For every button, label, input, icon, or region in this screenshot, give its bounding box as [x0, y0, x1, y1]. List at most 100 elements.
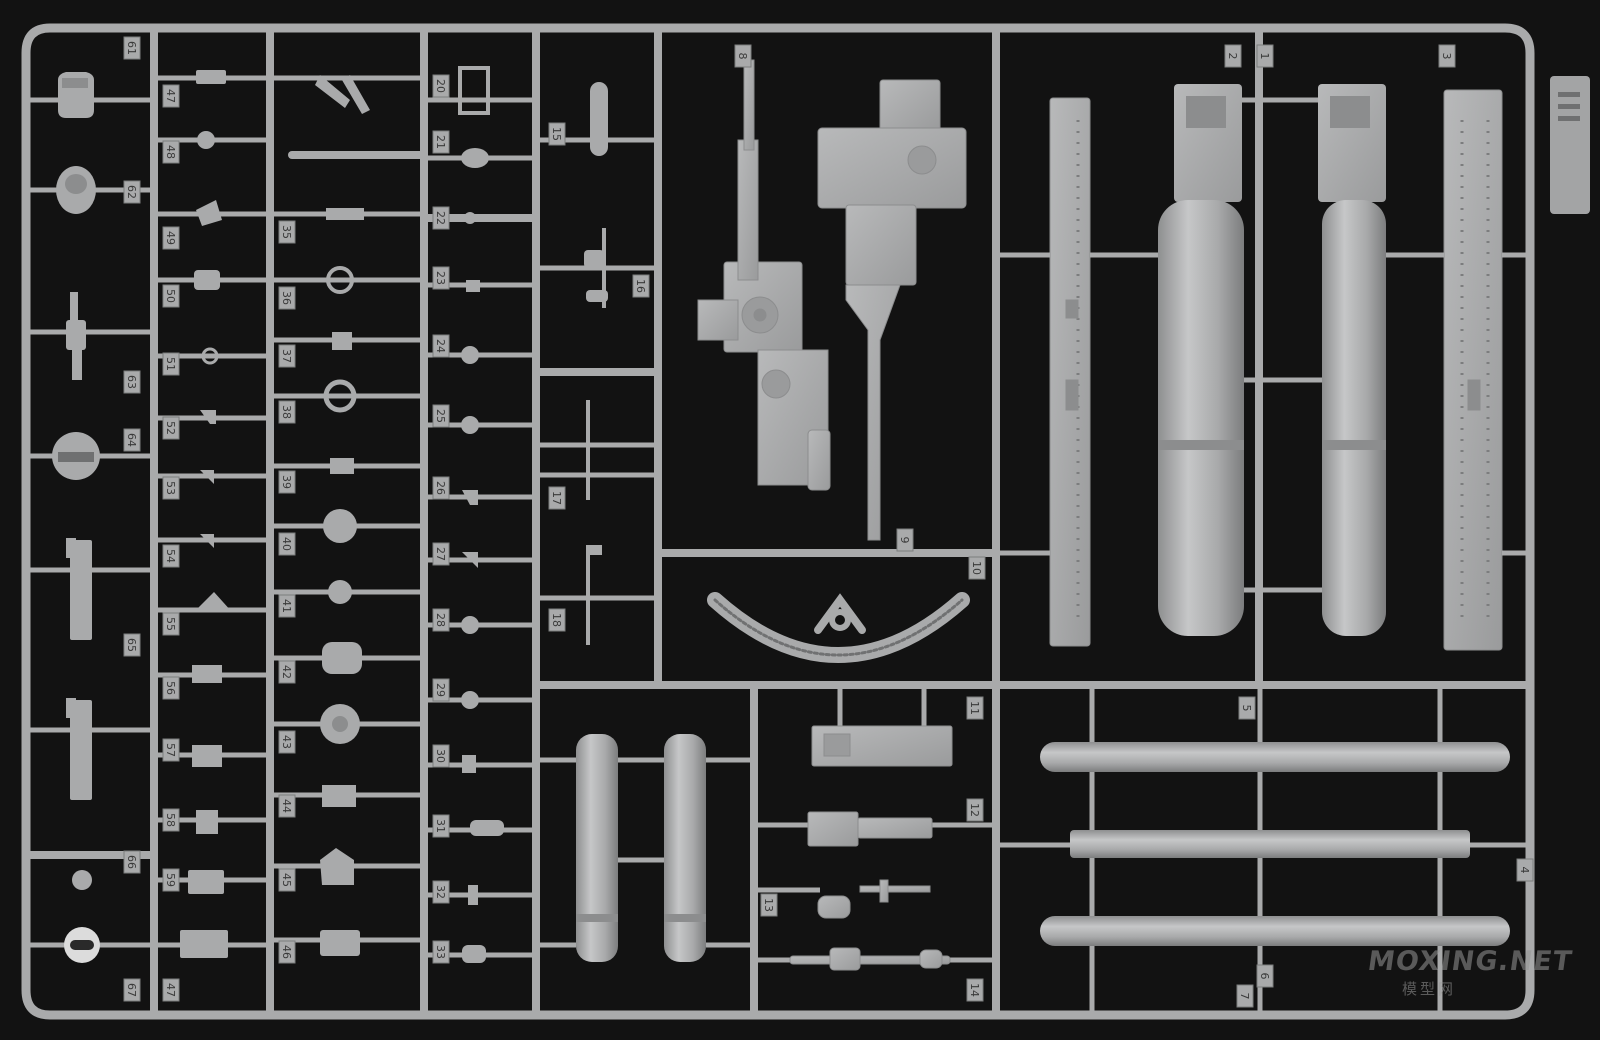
part-tag-15: 15 — [548, 122, 566, 146]
part-tag-plate — [162, 978, 180, 1002]
cradle-rail-left — [1049, 97, 1091, 647]
part-tag-2: 2 — [1224, 44, 1242, 68]
part-tag-31: 31 — [432, 814, 450, 838]
part-tag-plate — [278, 794, 296, 818]
recoil-cylinder-right — [1318, 84, 1386, 636]
part-tag-41: 41 — [278, 594, 296, 618]
part-tag-number: 41 — [280, 599, 293, 613]
part-tag-number: 23 — [434, 271, 447, 285]
part-tag-plate — [760, 893, 778, 917]
part-tag-59: 59 — [162, 868, 180, 892]
part-tag-plate — [162, 868, 180, 892]
part-tag-20: 20 — [432, 74, 450, 98]
cradle-rail-right — [1443, 89, 1503, 651]
part-tag-number: 22 — [434, 211, 447, 225]
part-tag-50: 50 — [162, 284, 180, 308]
part-tag-number: 28 — [434, 613, 447, 627]
part-tag-65: 65 — [123, 633, 141, 657]
part-tag-number: 13 — [762, 898, 775, 912]
part-tag-plate — [123, 978, 141, 1002]
part-tag-33: 33 — [432, 940, 450, 964]
part-tag-plate — [548, 608, 566, 632]
part-tag-plate — [1224, 44, 1242, 68]
part-tag-plate — [123, 180, 141, 204]
part-tag-plate — [162, 416, 180, 440]
part-tag-plate — [278, 532, 296, 556]
parts-col-a — [52, 72, 100, 963]
part-tag-58: 58 — [162, 808, 180, 832]
part-number-tags: 6162636465666747484950515253545556575859… — [123, 36, 1534, 1008]
part-tag-62: 62 — [123, 180, 141, 204]
part-tag-10: 10 — [968, 556, 986, 580]
part-tag-plate — [278, 660, 296, 684]
part-tag-plate — [896, 528, 914, 552]
part-tag-number: 20 — [434, 79, 447, 93]
part-tag-63: 63 — [123, 370, 141, 394]
part-tag-plate — [432, 940, 450, 964]
part-tag-plate — [278, 940, 296, 964]
part-tag-plate — [1256, 44, 1274, 68]
part-tag-13: 13 — [760, 893, 778, 917]
part-tag-55: 55 — [162, 612, 180, 636]
part-tag-number: 1 — [1258, 53, 1271, 60]
part-tag-number: 11 — [968, 701, 981, 715]
part-tag-plate — [278, 594, 296, 618]
part-tag-plate — [1256, 964, 1274, 988]
part-tag-plate — [432, 678, 450, 702]
elevating-arc — [707, 592, 970, 663]
part-tag-24: 24 — [432, 334, 450, 358]
part-tag-number: 10 — [970, 561, 983, 575]
part-tag-29: 29 — [432, 678, 450, 702]
part-tag-plate — [432, 476, 450, 500]
sprue-frame — [21, 23, 1535, 1020]
part-tag-53: 53 — [162, 476, 180, 500]
part-tag-49: 49 — [162, 226, 180, 250]
part-tag-number: 2 — [1226, 53, 1239, 60]
part-tag-5: 5 — [1238, 696, 1256, 720]
part-tag-number: 50 — [164, 289, 177, 303]
part-tag-plate — [278, 344, 296, 368]
part-tag-number: 18 — [550, 613, 563, 627]
part-tag-plate — [123, 633, 141, 657]
part-tag-plate — [1238, 696, 1256, 720]
part-tag-number: 47 — [164, 89, 177, 103]
part-tag-64: 64 — [123, 428, 141, 452]
part-tag-number: 8 — [736, 53, 749, 60]
part-tag-37: 37 — [278, 344, 296, 368]
part-tag-number: 39 — [280, 475, 293, 489]
part-tag-number: 9 — [898, 537, 911, 544]
part-tag-plate — [432, 608, 450, 632]
gates-lower-right — [996, 685, 1530, 1012]
part-tag-number: 46 — [280, 945, 293, 959]
part-tag-18: 18 — [548, 608, 566, 632]
barrel-sleeves — [576, 734, 706, 962]
part-tag-32: 32 — [432, 880, 450, 904]
part-tag-number: 6 — [1258, 973, 1271, 980]
gates-upper-right — [996, 97, 1530, 593]
part-tag-plate — [278, 220, 296, 244]
part-tag-number: 59 — [164, 873, 177, 887]
part-tag-21: 21 — [432, 130, 450, 154]
part-tag-1: 1 — [1256, 44, 1274, 68]
part-tag-plate — [432, 542, 450, 566]
part-tag-plate — [432, 206, 450, 230]
part-tag-number: 29 — [434, 683, 447, 697]
part-tag-plate — [162, 738, 180, 762]
barrel-3 — [1040, 916, 1510, 946]
part-tag-number: 38 — [280, 405, 293, 419]
parts-lower-center — [789, 725, 953, 971]
part-tag-40: 40 — [278, 532, 296, 556]
barrel-2 — [1070, 830, 1470, 858]
part-tag-number: 66 — [125, 855, 138, 869]
part-tag-25: 25 — [432, 404, 450, 428]
part-tag-number: 56 — [164, 681, 177, 695]
part-tag-plate — [548, 486, 566, 510]
part-tag-number: 54 — [164, 549, 177, 563]
part-tag-67: 67 — [123, 978, 141, 1002]
part-tag-number: 51 — [164, 357, 177, 371]
breech-assembly — [697, 59, 967, 541]
part-tag-number: 43 — [280, 735, 293, 749]
part-tag-number: 44 — [280, 799, 293, 813]
part-tag-number: 36 — [280, 291, 293, 305]
